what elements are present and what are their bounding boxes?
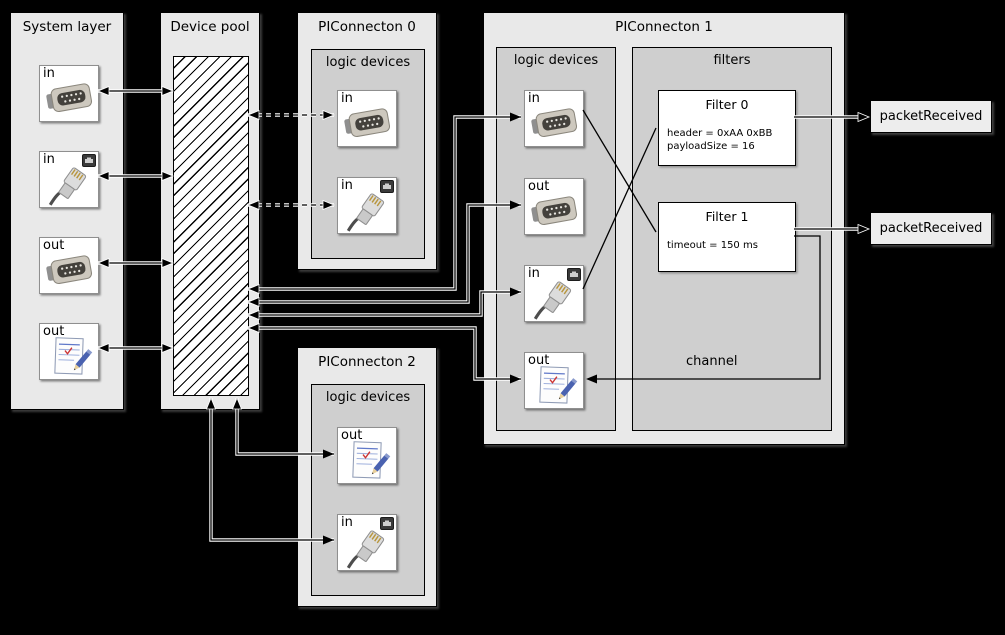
event-label: packetReceived	[879, 221, 983, 236]
pic2-device-in-ethernet: in	[337, 514, 397, 571]
ethernet-plug-icon	[530, 278, 580, 320]
device-direction-label: out	[43, 324, 65, 339]
ethernet-plug-icon	[343, 527, 393, 569]
pic1-device-out-document: out	[524, 352, 584, 409]
filter-1-box: Filter 1 timeout = 150 ms	[658, 202, 796, 272]
filters-title: filters	[713, 53, 751, 68]
pic2-device-out-document: out	[337, 427, 397, 484]
piconnecton-2-panel: PIConnecton 2 logic devices out in	[297, 347, 437, 607]
device-direction-label: out	[528, 353, 550, 368]
report-document-icon	[343, 440, 393, 482]
filter-1-param-timeout: timeout = 150 ms	[667, 240, 758, 251]
piconnecton-0-title: PIConnecton 0	[318, 19, 416, 35]
piconnecton-0-logic-devices: logic devices in in	[311, 49, 425, 259]
ethernet-plug-icon	[343, 190, 393, 232]
logic-devices-title: logic devices	[325, 55, 411, 70]
device-direction-label: out	[341, 428, 363, 443]
device-direction-label: in	[341, 91, 353, 106]
serial-connector-icon	[45, 78, 95, 120]
piconnecton-1-logic-devices: logic devices in out in out	[496, 47, 616, 431]
piconnecton-1-title: PIConnecton 1	[615, 19, 713, 35]
pic1-device-in-serial: in	[524, 90, 584, 147]
serial-connector-icon	[530, 191, 580, 233]
filter-0-box: Filter 0 header = 0xAA 0xBB payloadSize …	[658, 90, 796, 166]
filter-1-title: Filter 1	[705, 209, 749, 224]
device-direction-label: out	[528, 179, 550, 194]
ethernet-port-icon	[82, 154, 96, 167]
filter-0-title: Filter 0	[705, 97, 749, 112]
device-direction-label: in	[43, 66, 55, 81]
channel-label: channel	[686, 354, 738, 369]
device-pool-title: Device pool	[170, 19, 250, 35]
report-document-icon	[530, 365, 580, 407]
filter-0-param-header: header = 0xAA 0xBB	[667, 128, 773, 139]
serial-connector-icon	[530, 103, 580, 145]
arrow-pool-pic1-in-ethernet	[246, 287, 521, 321]
report-document-icon	[45, 336, 95, 378]
pic0-device-in-ethernet: in	[337, 177, 397, 234]
device-pool-panel: Device pool	[160, 12, 260, 410]
system-layer-panel: System layer in in out out	[10, 12, 124, 410]
ethernet-port-icon	[567, 268, 581, 281]
serial-connector-icon	[45, 250, 95, 292]
ethernet-port-icon	[380, 180, 394, 193]
piconnecton-2-title: PIConnecton 2	[318, 354, 416, 370]
piconnecton-1-panel: PIConnecton 1 logic devices in out in ou…	[483, 12, 845, 445]
system-device-in-serial: in	[39, 65, 99, 122]
device-direction-label: in	[528, 266, 540, 281]
device-direction-label: in	[341, 178, 353, 193]
piconnecton-1-filters: filters Filter 0 header = 0xAA 0xBB payl…	[632, 47, 832, 431]
device-direction-label: in	[341, 515, 353, 530]
system-device-out-serial: out	[39, 237, 99, 294]
pic1-device-out-serial: out	[524, 178, 584, 235]
serial-connector-icon	[343, 103, 393, 145]
system-layer-title: System layer	[22, 19, 112, 35]
device-pool-hatch	[173, 56, 249, 396]
system-device-out-document: out	[39, 323, 99, 380]
pic0-device-in-serial: in	[337, 90, 397, 147]
device-direction-label: in	[528, 91, 540, 106]
pic1-device-in-ethernet: in	[524, 265, 584, 322]
packet-received-box-1: packetReceived	[870, 212, 992, 245]
event-label: packetReceived	[879, 109, 983, 124]
system-device-in-ethernet: in	[39, 151, 99, 208]
ethernet-port-icon	[380, 517, 394, 530]
piconnecton-0-panel: PIConnecton 0 logic devices in in	[297, 12, 437, 270]
device-direction-label: out	[43, 238, 65, 253]
piconnecton-2-logic-devices: logic devices out in	[311, 384, 425, 596]
logic-devices-title: logic devices	[513, 53, 599, 68]
ethernet-plug-icon	[45, 164, 95, 206]
logic-devices-title: logic devices	[325, 390, 411, 405]
device-direction-label: in	[43, 152, 55, 167]
packet-received-box-0: packetReceived	[870, 100, 992, 133]
filter-0-param-payloadsize: payloadSize = 16	[667, 141, 755, 152]
